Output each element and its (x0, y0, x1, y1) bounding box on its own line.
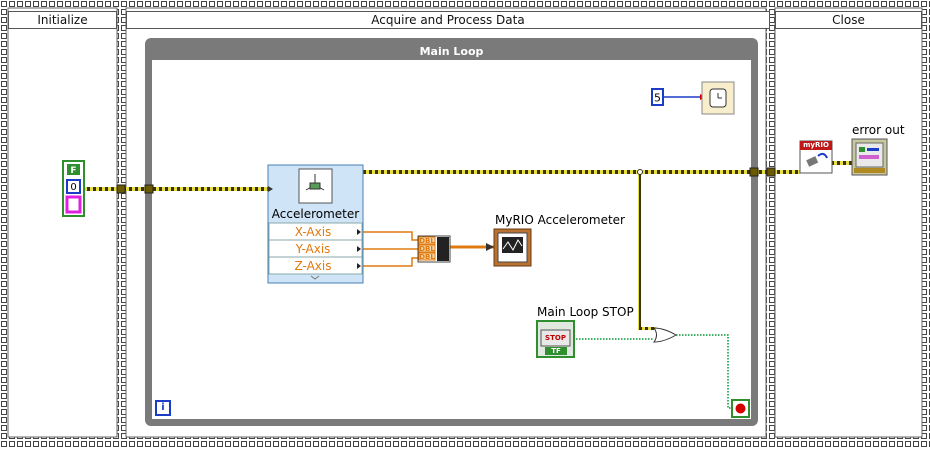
stop-button-text: STOP (545, 334, 566, 342)
cluster-status-value: F (70, 166, 76, 176)
iteration-terminal-label: i (161, 402, 165, 413)
tunnels[interactable] (116, 167, 776, 194)
wait-ms-value: 5 (654, 92, 661, 105)
loop-stop-condition-icon[interactable] (731, 399, 750, 418)
error-out-indicator[interactable] (851, 138, 888, 176)
main-loop-structure[interactable] (145, 38, 758, 426)
error-cluster-constant[interactable] (62, 160, 85, 217)
stop-tf-text: TF (551, 347, 561, 355)
accelerometer-title: Accelerometer (271, 207, 360, 221)
myrio-accelerometer-graph-terminal[interactable] (493, 228, 532, 267)
output-z-axis[interactable]: Z-Axis (294, 259, 332, 273)
frame-header-close: Close (775, 11, 922, 29)
stop-label: Main Loop STOP (537, 305, 634, 319)
cluster-code-value: 0 (70, 182, 76, 193)
boolean-wires[interactable] (573, 334, 733, 409)
wait-ms-constant[interactable] (651, 88, 664, 106)
main-loop-stop-terminal[interactable] (536, 320, 575, 358)
frame-header-initialize: Initialize (8, 11, 117, 29)
iteration-terminal (155, 400, 171, 416)
myrio-vi-text: myRIO (803, 141, 829, 149)
build-array-node[interactable] (417, 235, 451, 263)
main-loop-title: Main Loop (419, 45, 484, 58)
build-array-input-type: DBL (419, 253, 435, 261)
graph-label: MyRIO Accelerometer (495, 213, 625, 227)
wait-ms-function[interactable] (701, 81, 735, 115)
error-wire[interactable] (84, 161, 852, 330)
build-array-input-type: DBL (419, 245, 435, 253)
axis-wires[interactable] (363, 231, 420, 267)
or-gate-icon[interactable] (653, 327, 677, 343)
output-y-axis[interactable]: Y-Axis (295, 242, 331, 256)
build-array-input-type: DBL (419, 237, 435, 245)
output-x-axis[interactable]: X-Axis (294, 225, 332, 239)
accelerometer-axes-icon (305, 174, 325, 191)
myrio-close-vi[interactable] (799, 140, 833, 174)
error-out-label: error out (852, 123, 905, 137)
frame-header-acquire: Acquire and Process Data (126, 11, 770, 29)
